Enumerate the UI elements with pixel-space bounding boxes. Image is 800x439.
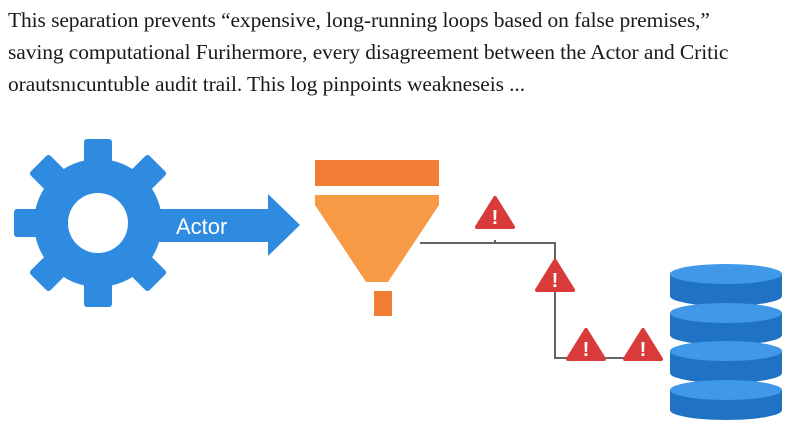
database-icon [670,264,782,420]
actor-arrow-label: Actor [176,214,227,239]
gear-icon [14,139,182,307]
connector-lines [420,240,630,359]
database-disk-1 [670,264,782,306]
funnel-top-bar [315,160,439,186]
warning-glyph: ! [583,339,590,361]
warning-triangle-icon: ! [566,328,606,361]
funnel-body [315,195,439,282]
warning-triangle-icon: ! [623,328,663,361]
warning-glyph: ! [492,207,499,229]
actor-arrow-shape [150,194,300,256]
database-disk-3 [670,341,782,383]
warning-triangle-icon: ! [535,259,575,292]
paragraph: This separation prevents “expensive, lon… [8,4,792,100]
paragraph-line-3: orautsnıcuntuble audit trail. This log p… [8,72,525,96]
funnel-icon [315,160,439,316]
warning-glyph: ! [552,270,559,292]
database-disk-2 [670,303,782,345]
warning-triangle-icon: ! [475,196,515,229]
warning-glyph: ! [640,339,647,361]
paragraph-line-1: This separation prevents “expensive, lon… [8,8,710,32]
connector-funnel-to-first-warning [420,240,496,244]
funnel-spout [374,291,392,316]
actor-arrow: Actor [150,194,300,256]
database-disk-4 [670,380,782,420]
paragraph-line-2: saving computational Furihermore, every … [8,40,729,64]
